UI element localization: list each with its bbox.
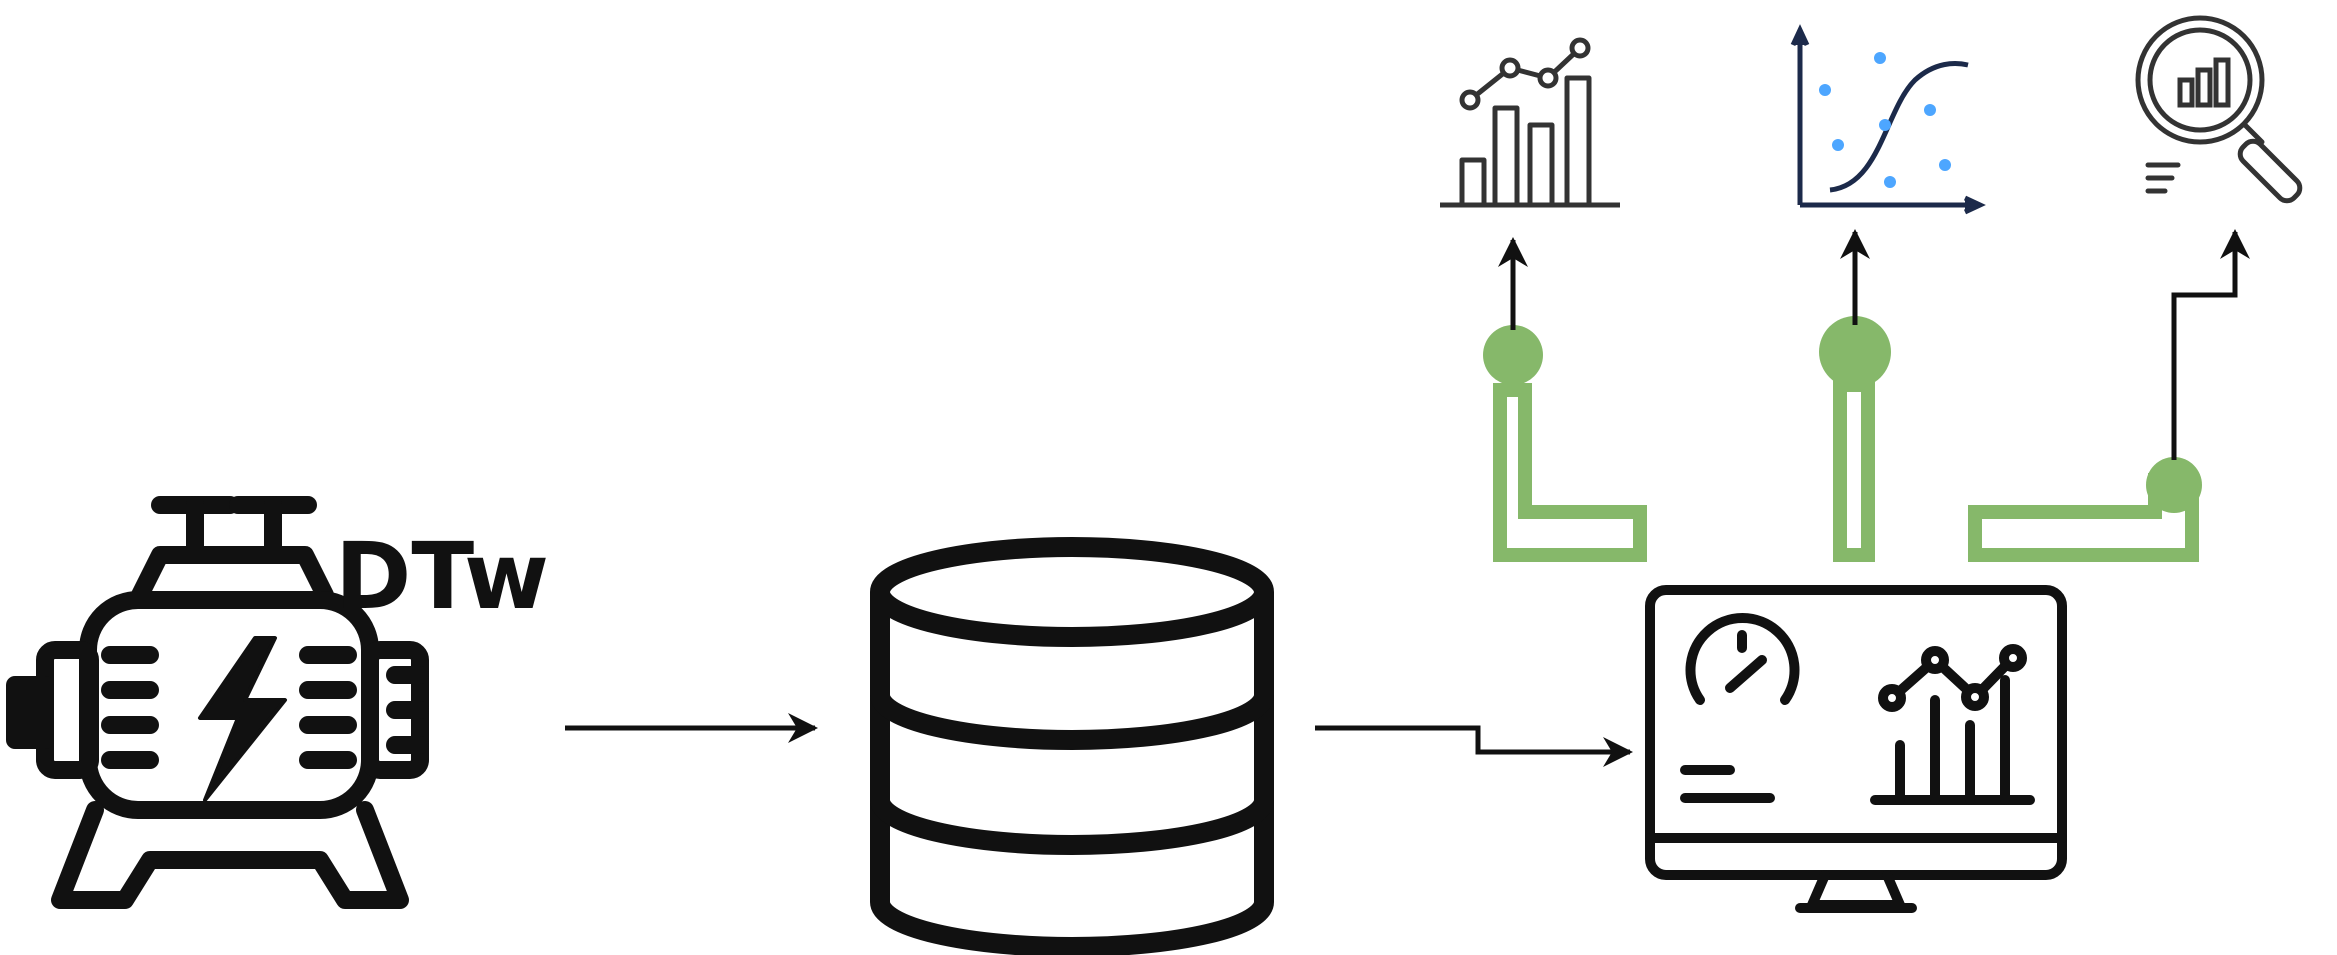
connector-dot-right — [2146, 457, 2202, 513]
connector-left — [1493, 383, 1647, 562]
bar-line-chart-icon — [1440, 37, 1620, 208]
database-icon — [870, 537, 1274, 955]
database-to-monitor-arrow — [1315, 725, 1633, 767]
arrow-to-analytics — [2171, 229, 2250, 460]
green-connectors — [1493, 378, 2199, 562]
connector-dot-middle — [1819, 316, 1891, 388]
lightning-bolt-icon — [198, 636, 287, 802]
connector-dot-left — [1483, 325, 1543, 385]
connector-middle — [1833, 378, 1875, 562]
motor-label: DTw — [335, 523, 549, 630]
output-arrows — [1498, 229, 2250, 460]
dashboard-monitor-icon — [1645, 585, 2067, 913]
magnifier-analytics-icon — [2135, 15, 2303, 204]
electric-motor-icon — [6, 496, 429, 909]
scatter-curve-plot-icon — [1790, 24, 1986, 215]
